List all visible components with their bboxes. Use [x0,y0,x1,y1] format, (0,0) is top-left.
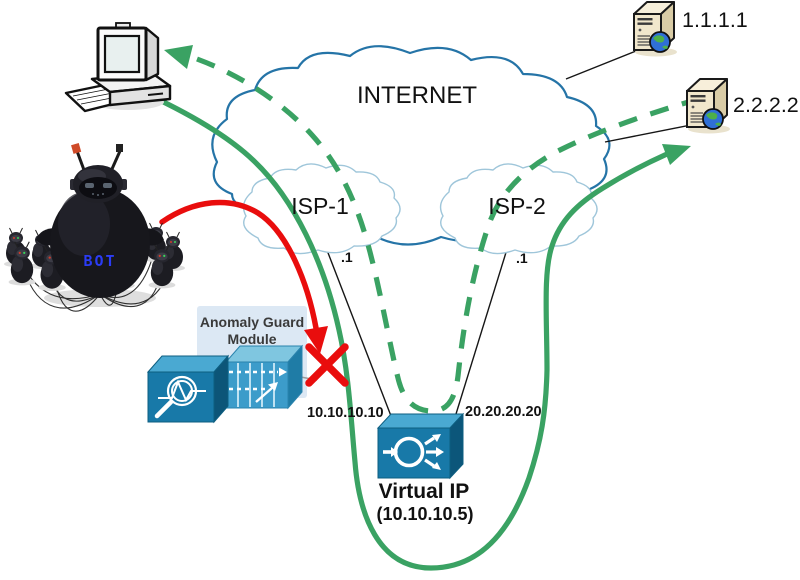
router-virtual-ip-label: (10.10.10.5) [376,504,473,524]
anomaly-guard-label-line1: Anomaly Guard [200,314,304,330]
isp1-interface-label: .1 [341,249,353,265]
link-isp1-router [324,244,392,417]
internet-label: INTERNET [357,82,477,109]
master-bot: BOT [36,143,164,298]
bot-label: BOT [83,252,116,270]
guard-module-icon [224,344,304,410]
isp1-link-ip-label: 10.10.10.10 [307,405,384,421]
anomaly-detector-icon [146,354,230,424]
attack-traffic-path [159,199,349,387]
server-2-icon [686,78,731,135]
server-1-icon [633,1,678,58]
server2-ip-label: 2.2.2.2 [733,93,799,117]
isp2-label: ISP-2 [488,193,546,219]
anomaly-guard-label-line2: Module [228,331,277,347]
blocked-x-icon [305,343,349,387]
attack-traffic-line [159,199,319,331]
return-traffic-path [164,45,693,414]
isp2-interface-label: .1 [516,250,528,266]
isp1-label: ISP-1 [291,193,349,219]
link-internet-server2 [604,123,697,143]
anomaly-guard-group: Anomaly Guard Module [146,306,318,424]
clean-traffic-path [133,86,691,571]
isp2-link-ip-label: 20.20.20.20 [465,404,542,420]
isp1-cloud [242,163,401,255]
link-internet-server1 [565,48,642,80]
return-traffic-arrowhead [164,45,193,69]
router-label: Virtual IP [379,480,470,503]
attack-traffic-arrowhead [304,326,328,354]
clean-traffic-arrowhead [662,144,691,165]
botnet-illustration: BOT [3,143,186,312]
return-traffic-line [196,56,693,414]
virtual-ip-router-icon [376,412,465,480]
server1-ip-label: 1.1.1.1 [682,8,748,32]
clean-traffic-line [133,86,670,571]
workstation-icon [64,22,172,113]
link-isp2-router [455,245,509,415]
